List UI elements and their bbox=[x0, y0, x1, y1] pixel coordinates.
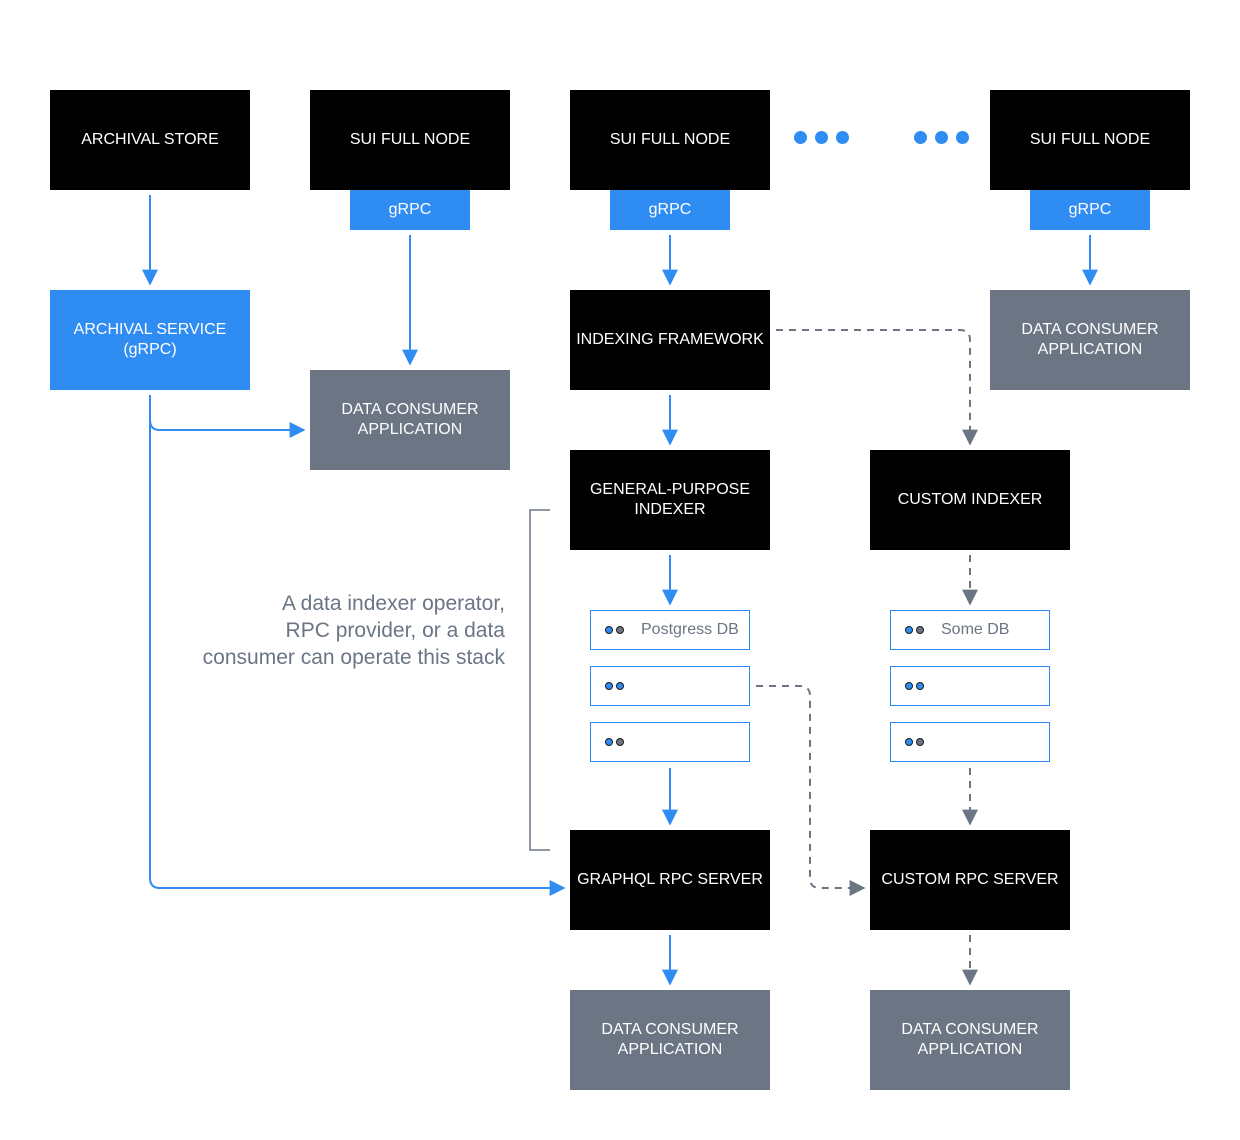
db-status-dots bbox=[905, 738, 927, 746]
db-status-dots bbox=[605, 738, 627, 746]
data-consumer-label: DATA CONSUMER APPLICATION bbox=[601, 1021, 739, 1058]
stack-bracket bbox=[529, 509, 550, 851]
arrow-service-to-graphql bbox=[149, 420, 566, 896]
db-status-dots bbox=[605, 682, 627, 690]
grpc-label: gRPC bbox=[648, 201, 692, 218]
general-purpose-indexer-node: GENERAL-PURPOSE INDEXER bbox=[570, 450, 770, 550]
sui-full-node-1: SUI FULL NODE bbox=[310, 90, 510, 190]
general-purpose-indexer-label: GENERAL-PURPOSE INDEXER bbox=[589, 481, 751, 518]
archival-store-label: ARCHIVAL STORE bbox=[81, 131, 219, 148]
archival-service-node: ARCHIVAL SERVICE (gRPC) bbox=[50, 290, 250, 390]
stack-operator-annotation: A data indexer operator, RPC provider, o… bbox=[202, 592, 505, 669]
data-consumer-mid: DATA CONSUMER APPLICATION bbox=[310, 370, 510, 470]
graphql-rpc-server-label: GRAPHQL RPC SERVER bbox=[577, 871, 763, 888]
data-consumer-bottom-left: DATA CONSUMER APPLICATION bbox=[570, 990, 770, 1090]
sui-full-node-label: SUI FULL NODE bbox=[609, 131, 731, 148]
sui-full-node-2: SUI FULL NODE bbox=[570, 90, 770, 190]
ellipsis-icon bbox=[914, 131, 977, 144]
db-status-dots bbox=[605, 626, 627, 634]
db-status-dots bbox=[905, 626, 927, 634]
custom-indexer-node: CUSTOM INDEXER bbox=[870, 450, 1070, 550]
custom-indexer-label: CUSTOM INDEXER bbox=[897, 491, 1043, 508]
db-status-dots bbox=[905, 682, 927, 690]
dashed-indexing-to-custom bbox=[776, 329, 978, 446]
indexing-framework-label: INDEXING FRAMEWORK bbox=[576, 331, 764, 348]
custom-rpc-server-node: CUSTOM RPC SERVER bbox=[870, 830, 1070, 930]
sui-full-node-label: SUI FULL NODE bbox=[1029, 131, 1151, 148]
grpc-badge-1: gRPC bbox=[350, 190, 470, 230]
graphql-rpc-server-node: GRAPHQL RPC SERVER bbox=[570, 830, 770, 930]
data-consumer-label: DATA CONSUMER APPLICATION bbox=[901, 1021, 1039, 1058]
sui-full-node-3: SUI FULL NODE bbox=[990, 90, 1190, 190]
arrow-service-to-consumer bbox=[149, 395, 306, 438]
data-consumer-label: DATA CONSUMER APPLICATION bbox=[341, 401, 479, 438]
dashed-db-to-custom-rpc-side bbox=[756, 685, 866, 896]
grpc-label: gRPC bbox=[1068, 201, 1112, 218]
indexing-framework-node: INDEXING FRAMEWORK bbox=[570, 290, 770, 390]
postgres-db: Postgress DB bbox=[590, 610, 750, 650]
archival-store-node: ARCHIVAL STORE bbox=[50, 90, 250, 190]
grpc-label: gRPC bbox=[388, 201, 432, 218]
some-db-shard bbox=[890, 722, 1050, 762]
some-db-shard bbox=[890, 666, 1050, 706]
archival-service-label: ARCHIVAL SERVICE (gRPC) bbox=[73, 321, 227, 358]
postgres-db-shard bbox=[590, 722, 750, 762]
some-db-label: Some DB bbox=[941, 621, 1010, 638]
ellipsis-icon bbox=[794, 131, 857, 144]
grpc-badge-3: gRPC bbox=[1030, 190, 1150, 230]
data-consumer-label: DATA CONSUMER APPLICATION bbox=[1021, 321, 1159, 358]
custom-rpc-server-label: CUSTOM RPC SERVER bbox=[881, 871, 1059, 888]
data-consumer-bottom-right: DATA CONSUMER APPLICATION bbox=[870, 990, 1070, 1090]
postgres-db-shard bbox=[590, 666, 750, 706]
data-consumer-top-right: DATA CONSUMER APPLICATION bbox=[990, 290, 1190, 390]
some-db: Some DB bbox=[890, 610, 1050, 650]
grpc-badge-2: gRPC bbox=[610, 190, 730, 230]
sui-full-node-label: SUI FULL NODE bbox=[349, 131, 471, 148]
postgres-db-label: Postgress DB bbox=[641, 621, 739, 638]
